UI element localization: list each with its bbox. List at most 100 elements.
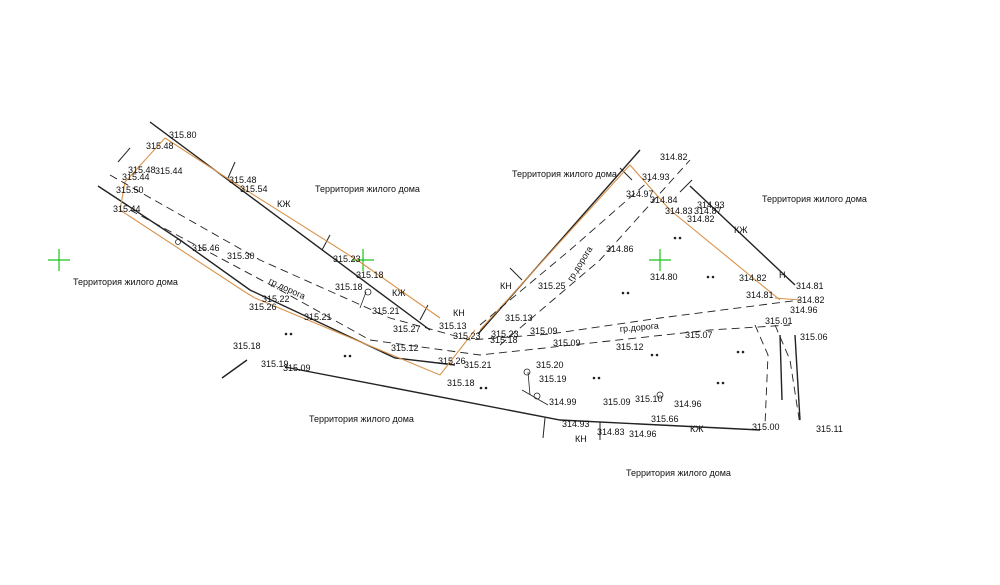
point-marker: [479, 386, 483, 390]
road-dash-left-bottom: [129, 209, 791, 356]
territory-label: Территория жилого дома: [512, 169, 617, 179]
elevation-mark: 315.27: [393, 324, 421, 334]
elevation-mark: 314.81: [796, 281, 824, 291]
elevation-mark: 314.97: [626, 189, 654, 199]
elevation-mark: 315.44: [113, 204, 141, 214]
elevation-mark: 315.18: [356, 270, 384, 280]
utility-code: КЖ: [690, 424, 704, 434]
elevation-mark: 315.44: [122, 172, 150, 182]
elevation-mark: 315.07: [685, 330, 713, 340]
utility-code: КЖ: [392, 288, 406, 298]
elevation-mark: 314.93: [642, 172, 670, 182]
point-marker: [673, 236, 677, 240]
road-dash-upper-1: [479, 179, 651, 326]
elevation-mark: 315.18: [335, 282, 363, 292]
elevation-mark: 315.18: [233, 341, 261, 351]
elevation-mark: 315.21: [372, 306, 400, 316]
elevation-mark: 315.26: [249, 302, 277, 312]
elevation-mark: 315.48: [229, 175, 257, 185]
elevation-mark: 315.21: [304, 312, 332, 322]
point-marker: [284, 332, 288, 336]
point-marker: [343, 354, 347, 358]
elevation-mark: 314.93: [697, 200, 725, 210]
property-boundaries: [119, 137, 801, 376]
boundary-middle: [119, 209, 476, 376]
upper-right-boundary: [689, 185, 796, 286]
territory-label: Территория жилого дома: [626, 468, 731, 478]
elevation-mark: 314.96: [629, 429, 657, 439]
elevation-mark: 315.12: [616, 342, 644, 352]
road-dash-upper-2: [499, 159, 691, 346]
elevation-mark: 315.23: [333, 254, 361, 264]
survey-cross-icon: [48, 249, 70, 271]
point-markers: [284, 236, 745, 390]
elevation-mark: 314.82: [660, 152, 688, 162]
elevation-mark: 315.12: [391, 343, 419, 353]
left-road-edge: [97, 185, 456, 366]
elevation-mark: 315.09: [553, 338, 581, 348]
elevation-mark: 315.09: [283, 363, 311, 373]
utility-code: КЖ: [734, 225, 748, 235]
boundary-upper-right: [669, 209, 781, 301]
elevation-mark: 315.25: [538, 281, 566, 291]
elevation-mark: 314.80: [650, 272, 678, 282]
elevation-mark: 315.54: [240, 184, 268, 194]
elevation-marks: 315.80 315.48 315.48 315.44 315.44 315.5…: [113, 130, 843, 439]
elevation-mark: 315.10: [635, 394, 663, 404]
elevation-mark: 314.96: [674, 399, 702, 409]
road-dash-right-2: [774, 324, 801, 426]
elevation-mark: 315.01: [765, 316, 793, 326]
elevation-mark: 315.09: [603, 397, 631, 407]
elevation-mark: 314.81: [746, 290, 774, 300]
elevation-mark: 315.18: [447, 378, 475, 388]
survey-cross-icon: [352, 249, 374, 271]
utility-codes: КЖ КЖ КН КН КЖ Н КН КЖ: [277, 199, 786, 444]
elevation-mark: 315.13: [439, 321, 467, 331]
boundary-upper-left-2: [164, 137, 441, 319]
elevation-mark: 315.20: [536, 360, 564, 370]
elevation-mark: 315.46: [192, 243, 220, 253]
elevation-mark: 315.06: [800, 332, 828, 342]
small-features: [175, 239, 664, 406]
elevation-mark: 315.23: [453, 331, 481, 341]
utility-code: КН: [500, 281, 512, 291]
dirt-road-lines: [109, 159, 801, 426]
upper-left-boundary: [149, 121, 431, 331]
survey-cross-icon: [649, 249, 671, 271]
elevation-mark: 314.96: [790, 305, 818, 315]
point-marker: [716, 381, 720, 385]
elevation-mark: 315.23: [491, 329, 519, 339]
boundary-upper-left: [119, 137, 166, 211]
elevation-mark: 314.84: [650, 195, 678, 205]
point-marker: [706, 275, 710, 279]
elevation-mark: 314.82: [687, 214, 715, 224]
elevation-mark: 314.99: [549, 397, 577, 407]
elevation-mark: 315.48: [146, 141, 174, 151]
elevation-mark: 315.21: [464, 360, 492, 370]
elevation-mark: 314.83: [665, 206, 693, 216]
territory-labels: Территория жилого дома Территория жилого…: [73, 169, 867, 478]
lower-road-edge: [284, 366, 761, 431]
road-dash-right-1: [754, 324, 769, 426]
elevation-mark: 315.19: [261, 359, 289, 369]
elevation-mark: 314.87: [694, 206, 722, 216]
elevation-mark: 314.83: [597, 427, 625, 437]
elevation-mark: 315.22: [262, 294, 290, 304]
elevation-mark: 315.00: [752, 422, 780, 432]
survey-crosses: [48, 249, 671, 271]
road-label: гр.дорога: [619, 321, 659, 334]
elevation-mark: 314.86: [606, 244, 634, 254]
road-bottom-left: [221, 359, 248, 379]
right-road-edge-2: [794, 334, 801, 421]
elevation-mark: 315.11: [816, 424, 843, 434]
territory-label: Территория жилого дома: [762, 194, 867, 204]
upper-middle-boundary: [477, 149, 641, 335]
elevation-mark: 315.30: [227, 251, 255, 261]
utility-code: КН: [575, 434, 587, 444]
territory-label: Территория жилого дома: [73, 277, 178, 287]
elevation-mark: 315.13: [505, 313, 533, 323]
building-lines: [97, 121, 801, 440]
road-dash-left-top: [109, 174, 801, 341]
territory-label: Территория жилого дома: [315, 184, 420, 194]
